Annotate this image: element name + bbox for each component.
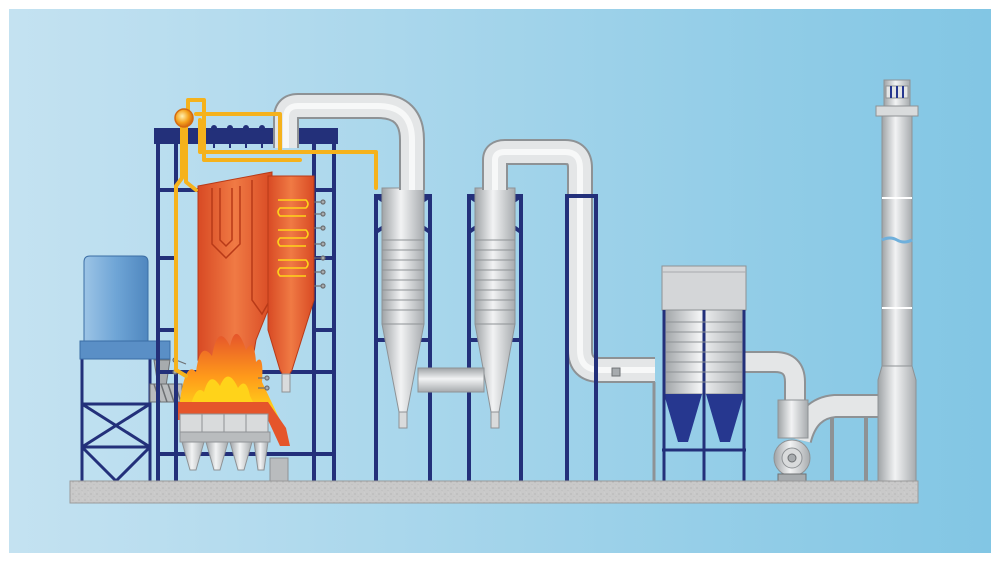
ash-hoppers — [179, 413, 289, 483]
chimney-stack — [875, 79, 919, 482]
ductwork — [273, 93, 880, 444]
steam-pipes — [174, 98, 378, 378]
duct-support — [565, 194, 598, 481]
superheater — [267, 175, 326, 393]
steam-valves — [211, 125, 265, 148]
furnace-flames — [178, 333, 290, 446]
coal-silo — [79, 255, 171, 483]
steam-drum — [174, 108, 194, 128]
cyclone-separator-1 — [374, 187, 432, 481]
bag-filter — [652, 265, 747, 481]
ground-slab — [69, 480, 919, 504]
induced-draft-fan — [773, 399, 868, 483]
cyclone-separator-2 — [467, 187, 523, 481]
